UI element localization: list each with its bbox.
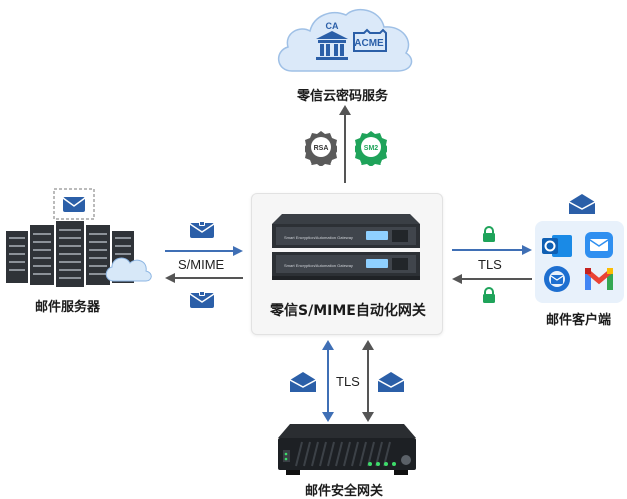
envelope-icon [62,197,86,212]
arrow-up-to-cloud [339,105,351,183]
rsa-badge-icon: RSA [305,131,337,166]
tls-client-label: TLS [478,257,502,272]
gateway-device-text: Smart Encryption/Automation Gateway [284,235,353,240]
security-gateway-label: 邮件安全网关 [305,484,384,499]
gateway-device-text: Smart Encryption/Automation Gateway [284,263,353,268]
thunderbird-icon [544,266,570,292]
security-gateway-device-icon [278,424,416,475]
acme-icon: ACME [353,28,387,52]
envelope-icon [569,194,595,214]
arrow-right-server-to-gateway [165,246,243,256]
rsa-text: RSA [314,145,329,152]
mail-server-icon [6,188,152,287]
mail-client-label: 邮件客户端 [546,313,612,328]
gateway-device-icon: Smart Encryption/Automation Gateway Smar… [272,214,420,280]
lock-icon [483,287,495,303]
arrow-bidirectional-blue [322,340,334,422]
mail-server-label: 邮件服务器 [35,300,101,315]
arrow-left-gateway-to-server [165,273,243,283]
lock-envelope-icon [190,290,214,308]
sm2-text: SM2 [364,145,379,152]
lock-envelope-icon [190,220,214,238]
tls-bottom-label: TLS [336,374,360,389]
gateway-label: 零信S/MIME自动化网关 [270,303,426,319]
outlook-icon [542,235,572,257]
ca-text: CA [326,21,339,31]
ca-building-icon: CA [316,21,348,60]
apple-mail-icon [585,232,613,258]
smime-label: S/MIME [178,257,225,272]
sm2-badge-icon: SM2 [355,131,387,166]
acme-text: ACME [354,38,384,49]
arrow-bidirectional-dark [362,340,374,422]
lock-icon [483,226,495,242]
arrow-left-client-to-gateway [452,274,532,284]
arrow-right-gateway-to-client [452,245,532,255]
envelope-icon [290,372,316,392]
envelope-icon [378,372,404,392]
cloud-label: 零信云密码服务 [297,89,389,104]
cloud-icon: CA ACME [278,8,413,72]
gmail-icon [585,268,613,290]
